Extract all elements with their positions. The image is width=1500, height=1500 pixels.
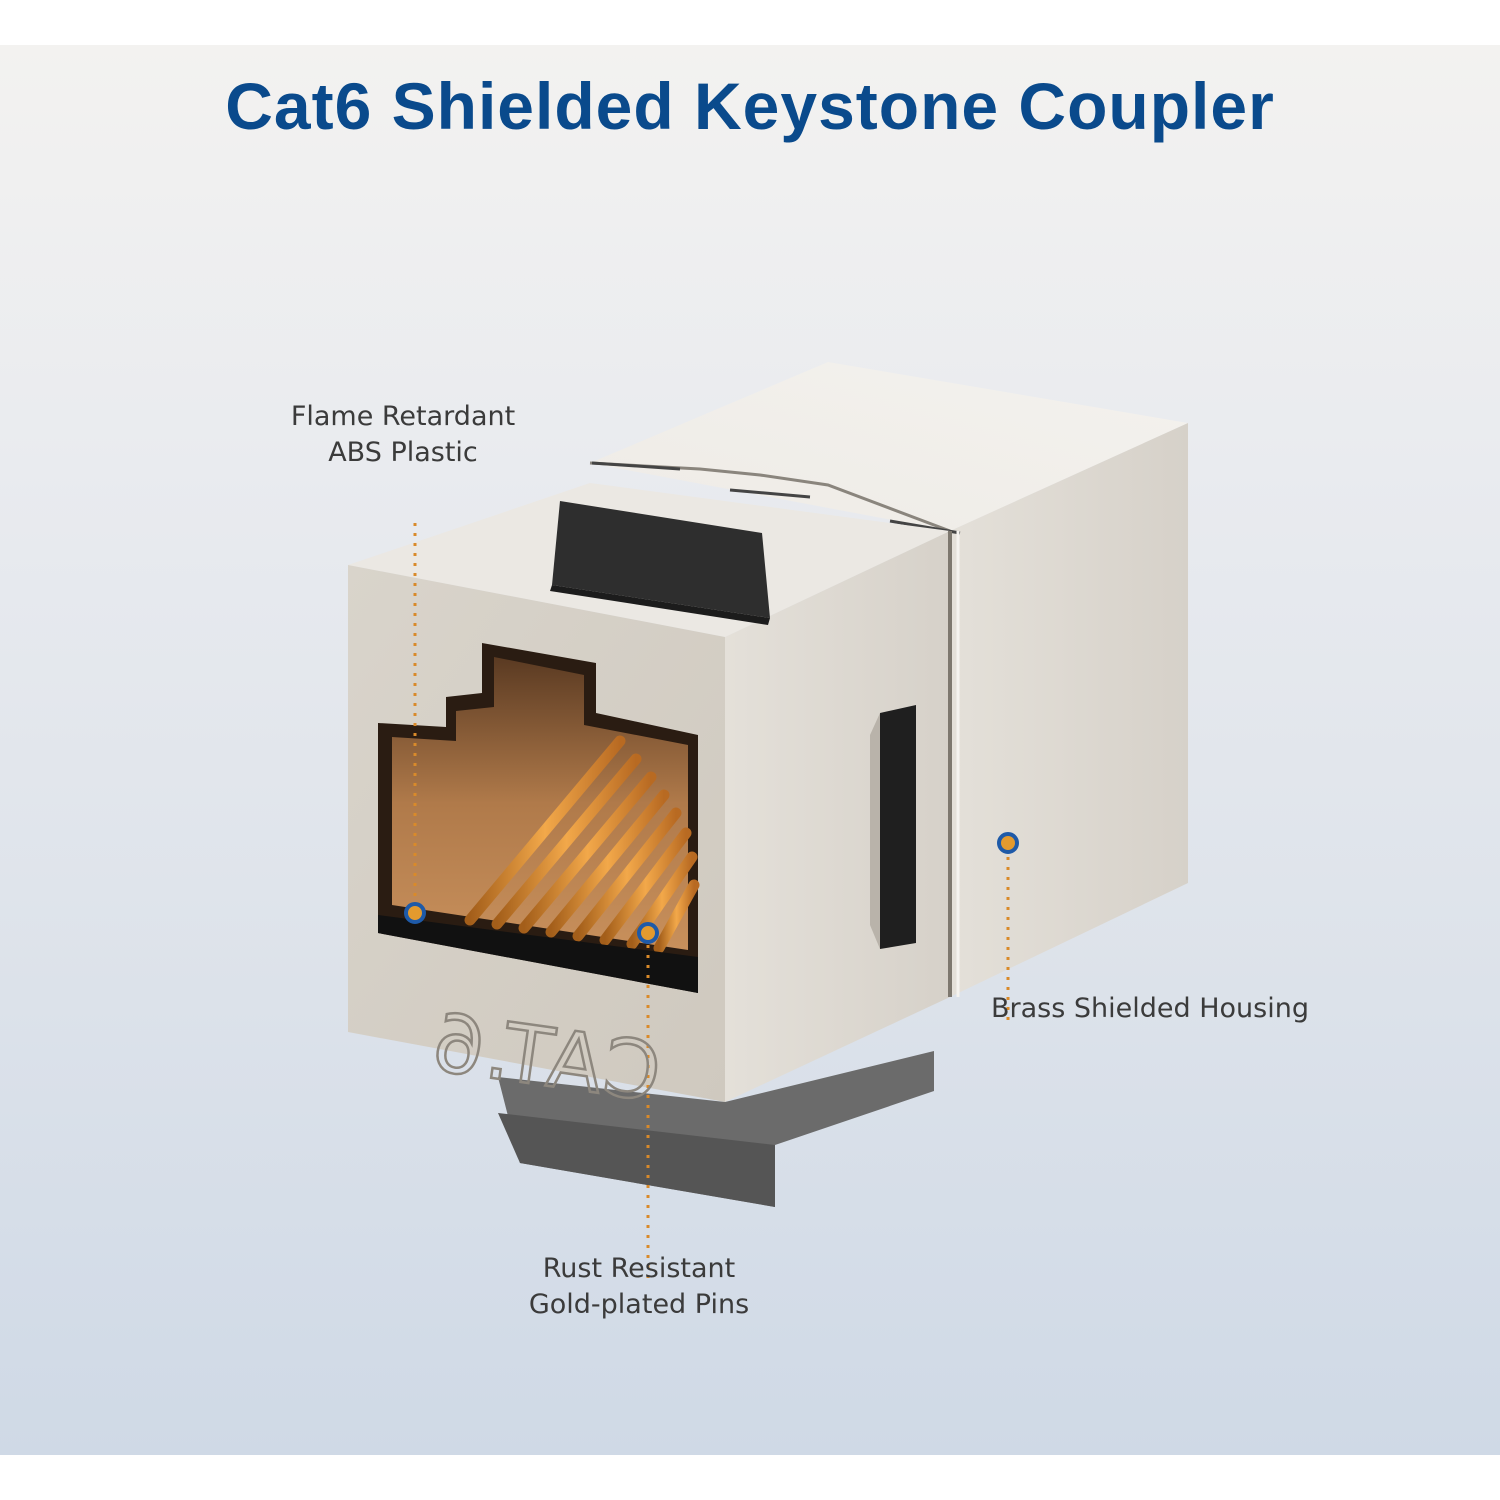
callout-housing-line1: Brass Shielded Housing [991,993,1309,1024]
callout-abs-plastic: Flame Retardant ABS Plastic [272,399,534,471]
callout-abs-line1: Flame Retardant [290,401,516,432]
abs-marker-dot [404,902,426,924]
callout-abs-line2: ABS Plastic [328,437,478,468]
rj45-port [378,643,700,993]
gold-pins [464,735,700,954]
pins-marker-dot [637,922,659,944]
infographic-canvas: Cat6 Shielded Keystone Coupler [0,45,1500,1455]
housing-marker-dot [997,832,1019,854]
keystone-coupler-illustration: CAT.6 [348,362,1188,1285]
callout-leaders [404,523,1019,1285]
callout-pins-line2: Gold-plated Pins [528,1289,750,1320]
page-title: Cat6 Shielded Keystone Coupler [225,69,1275,143]
callout-pins-line1: Rust Resistant [542,1253,736,1284]
callout-brass-housing: Brass Shielded Housing [980,991,1320,1027]
callout-gold-pins: Rust Resistant Gold-plated Pins [508,1251,770,1323]
